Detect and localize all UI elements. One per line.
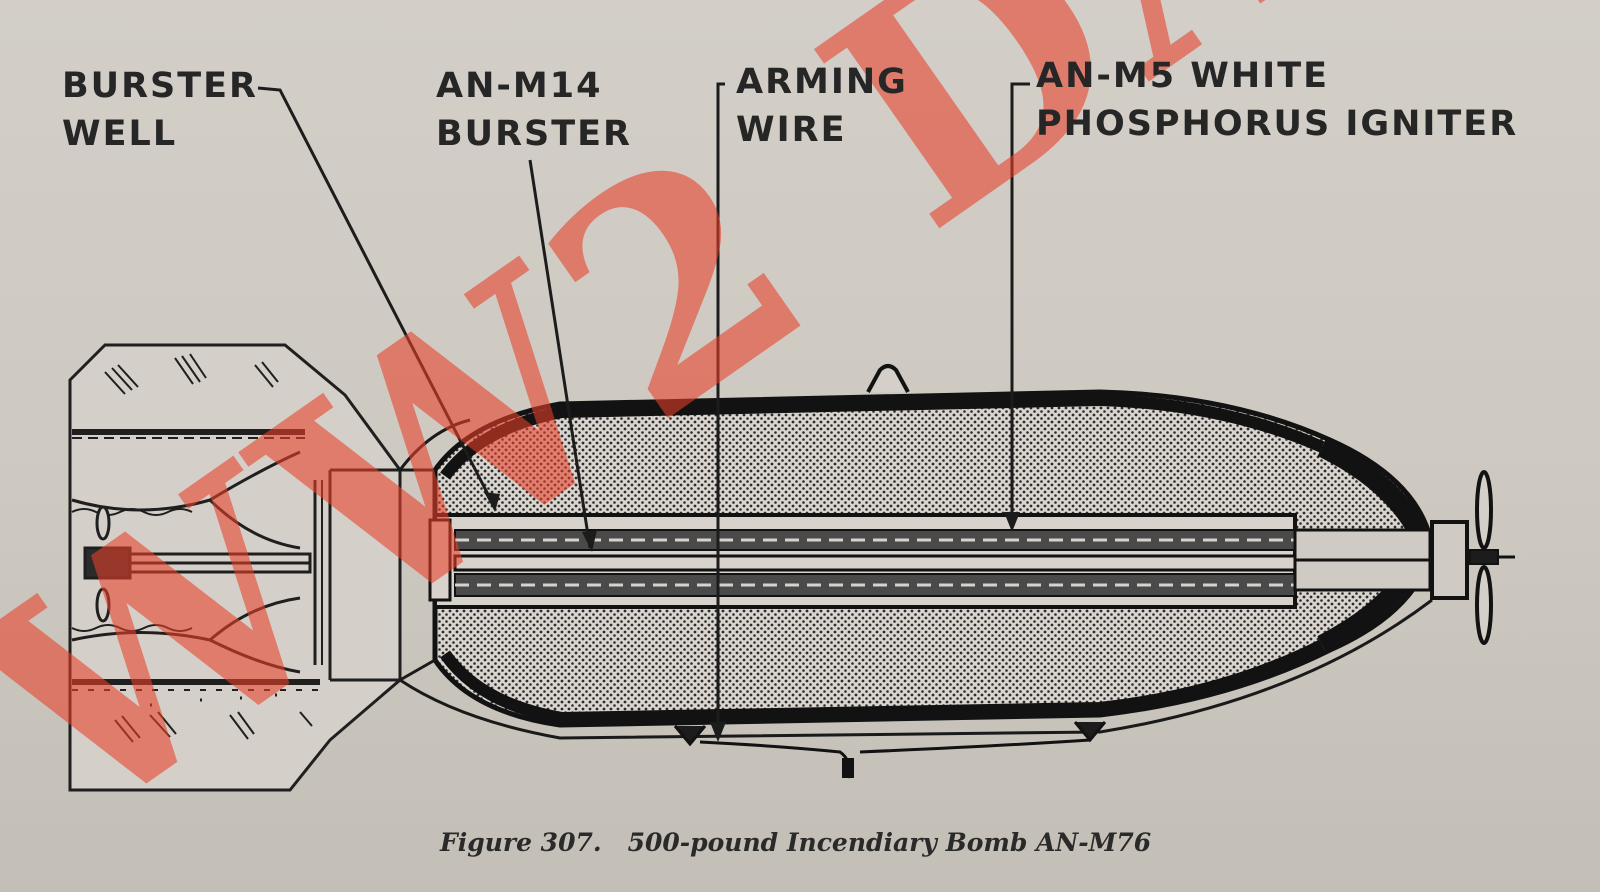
tail-fin-assembly bbox=[68, 343, 402, 792]
leader-arrowheads bbox=[484, 492, 1020, 742]
callout-burster-well-line1: BURSTER bbox=[62, 66, 258, 106]
callout-arming-wire-line1: ARMING bbox=[736, 62, 908, 102]
figure-caption: Figure 307. 500-pound Incendiary Bomb AN-… bbox=[440, 828, 1151, 857]
callout-an-m5-igniter: AN-M5 WHITE PHOSPHORUS IGNITER bbox=[1036, 52, 1518, 148]
callout-burster-well-line2: WELL bbox=[62, 114, 178, 154]
callout-an-m14-burster: AN-M14 BURSTER bbox=[436, 62, 632, 158]
callout-an-m5-line2: PHOSPHORUS IGNITER bbox=[1036, 104, 1519, 144]
callout-arming-wire-line2: WIRE bbox=[736, 110, 847, 150]
burster-well-tube bbox=[428, 470, 1515, 645]
figure-title: 500-pound Incendiary Bomb AN-M76 bbox=[627, 828, 1152, 857]
callout-an-m14-line2: BURSTER bbox=[436, 114, 632, 154]
callout-burster-well: BURSTER WELL bbox=[62, 62, 258, 158]
figure-number: Figure 307. bbox=[440, 828, 602, 857]
leader-lines bbox=[257, 82, 1030, 735]
callout-an-m14-line1: AN-M14 bbox=[436, 66, 603, 106]
callout-an-m5-line1: AN-M5 WHITE bbox=[1036, 56, 1329, 96]
callout-arming-wire: ARMING WIRE bbox=[736, 58, 908, 154]
